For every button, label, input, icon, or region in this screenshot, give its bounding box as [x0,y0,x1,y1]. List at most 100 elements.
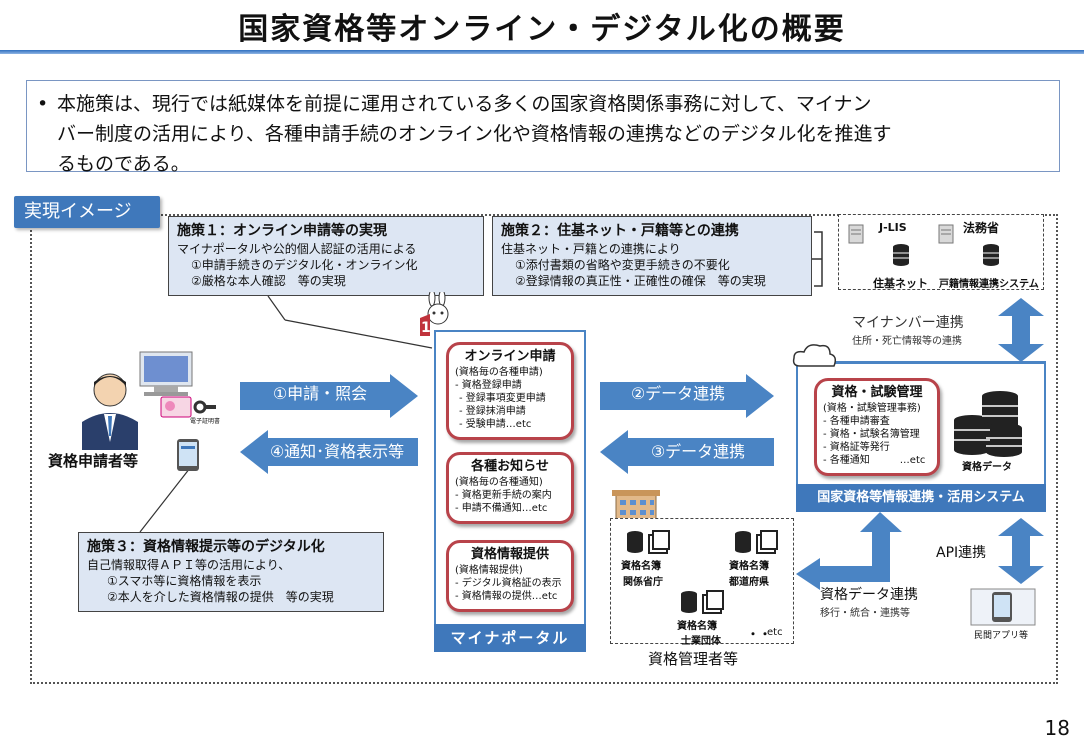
info-item: - デジタル資格証の表示 [455,578,562,589]
id-card-icon [160,396,216,418]
juki-net-label: 住基ネット [873,277,928,290]
image-frame [30,214,1058,684]
data-link-arrow [796,512,902,590]
info-provision-heading: 資格情報提供 [470,547,549,562]
online-item: - 登録抹消申請 [459,406,526,417]
notice-item: - 資格更新手続の案内 [455,490,552,501]
registry-label: 資格名簿 [677,621,717,632]
policy1-heading: 施策１：オンライン申請等の実現 [177,223,387,239]
online-item: - 登録事項変更申請 [459,393,546,404]
title-underline [0,50,1084,54]
mynumber-link-arrow [998,298,1044,362]
server-icon [848,224,864,244]
smartphone-icon [177,439,199,471]
mynumber-link-title: マイナンバー連携 [852,315,964,331]
certificate-label: 電子証明書 [189,418,220,425]
cloud-icon [792,344,837,367]
notice-item: - 申請不備通知…etc [455,503,548,514]
external-systems-frame: J-LIS 住基ネット 法務省 戸籍情報連携システム [838,214,1044,290]
online-item: (資格毎の各種申請) [455,367,543,378]
policy3-line2: ①スマホ等に資格情報を表示 [107,574,262,588]
image-label: 実現イメージ [14,196,160,228]
policy1-line2: ①申請手続きのデジタル化・オンライン化 [191,258,418,272]
page-number: 18 [1044,716,1070,740]
data-link-title: 資格データ連携 [820,587,918,603]
moj-label: 法務省 [963,221,1000,235]
policy1-line1: マイナポータルや公的個人認証の活用による [177,242,417,256]
arrow-data-link-3-label: ③データ連携 [650,442,746,461]
arrow-data-link-2 [600,374,774,418]
online-item: - 受験申請…etc [459,419,532,430]
database-icon [983,244,999,266]
intro-bullet: • [37,93,49,115]
computer-icon [139,351,193,396]
managers-etc: etc [767,627,783,638]
managers-label: 資格管理者等 [648,650,739,668]
system-label: 国家資格等情報連携・活用システム [796,484,1046,512]
applicant-label: 資格申請者等 [48,452,139,470]
notice-box: 各種お知らせ (資格毎の各種通知) - 資格更新手続の案内 - 申請不備通知…e… [446,452,574,524]
exam-item: - 資格証等発行 [823,442,890,453]
managers-dots: ・・ [747,627,772,641]
prefecture-label: 都道府県 [729,577,769,588]
info-item: (資格情報提供) [455,565,523,576]
exam-item: - 資格・試験名簿管理 [823,429,920,440]
data-label: 資格データ [962,462,1012,473]
page-title: 国家資格等オンライン・デジタル化の概要 [238,12,846,47]
person-icon [82,373,138,450]
notice-item: (資格毎の各種通知) [455,477,543,488]
policy2-line1: 住基ネット・戸籍との連携により [501,242,681,256]
info-item: - 資格情報の提供…etc [455,591,558,602]
registry-icon [735,530,778,554]
arrow-data-link-2-label: ②データ連携 [630,384,726,403]
arrow-data-link-3 [600,430,774,474]
online-application-heading: オンライン申請 [464,349,556,364]
intro-line-3: るものである。 [57,153,190,175]
policy3-line3: ②本人を介した資格情報の提供 等の実現 [107,590,334,604]
database-stack-icon [954,391,1022,457]
policy2-line2: ①添付書類の省略や変更手続きの不要化 [515,258,730,272]
registry-label: 資格名簿 [729,561,769,572]
myna-portal-label: マイナポータル [434,624,586,652]
policy2-box: 施策２：住基ネット・戸籍等との連携 住基ネット・戸籍との連携により ①添付書類の… [492,216,812,296]
exam-item: - 各種通知 …etc [823,455,926,466]
registry-icon [627,530,670,554]
intro-line-2: バー制度の活用により、各種申請手続のオンライン化や資格情報の連携などのデジタル化… [57,123,892,145]
policy2-heading: 施策２：住基ネット・戸籍等との連携 [501,223,739,239]
mascot-icon: 1 [420,292,449,336]
policy3-box: 施策３：資格情報提示等のデジタル化 自己情報取得ＡＰＩ等の活用により、 ①スマホ… [78,532,384,612]
svg-text:1: 1 [421,320,431,336]
info-provision-box: 資格情報提供 (資格情報提供) - デジタル資格証の表示 - 資格情報の提供…e… [446,540,574,612]
policy1-line3: ②厳格な本人確認 等の実現 [191,274,346,288]
arrow-notify [240,430,418,474]
policy1-box: 施策１：オンライン申請等の実現 マイナポータルや公的個人認証の活用による ①申請… [168,216,484,296]
exam-item: - 各種申請審査 [823,416,890,427]
api-label: API連携 [936,545,987,561]
professional-label: 士業団体 [681,636,721,647]
app-phone-icon [970,588,1036,626]
arrow-notify-label: ④通知･資格表示等 [269,442,405,461]
private-app-label: 民間アプリ等 [974,631,1029,641]
ministry-label: 関係省庁 [623,577,663,588]
managers-frame: 資格名簿 関係省庁 資格名簿 都道府県 資格名簿 士業団体 ・・ etc [610,518,794,647]
exam-management-box: 資格・試験管理 (資格・試験管理事務) - 各種申請審査 - 資格・試験名簿管理… [814,378,940,476]
mynumber-link-sub: 住所・死亡情報等の連携 [852,336,962,347]
notice-heading: 各種お知らせ [471,459,549,474]
policy3-line1: 自己情報取得ＡＰＩ等の活用により、 [87,558,291,572]
policy3-heading: 施策３：資格情報提示等のデジタル化 [87,539,325,555]
server-icon [938,224,954,244]
arrow-apply-label: ①申請・照会 [272,384,368,403]
intro-box: • 本施策は、現行では紙媒体を前提に運用されている多くの国家資格関係事務に対して… [26,80,1060,175]
arrow-apply [240,374,418,418]
registry-label: 資格名簿 [621,561,661,572]
koseki-label: 戸籍情報連携システム [939,279,1039,290]
policy2-line3: ②登録情報の真正性・正確性の確保 等の実現 [515,274,766,288]
data-link-sub: 移行・統合・連携等 [820,608,910,619]
jlis-label: J-LIS [879,221,907,234]
online-item: - 資格登録申請 [455,380,522,391]
database-icon [893,244,909,266]
exam-item: (資格・試験管理事務) [823,403,921,414]
exam-management-heading: 資格・試験管理 [831,385,923,400]
intro-line-1: 本施策は、現行では紙媒体を前提に運用されている多くの国家資格関係事務に対して、マ… [57,93,872,115]
online-application-box: オンライン申請 (資格毎の各種申請) - 資格登録申請 - 登録事項変更申請 -… [446,342,574,440]
